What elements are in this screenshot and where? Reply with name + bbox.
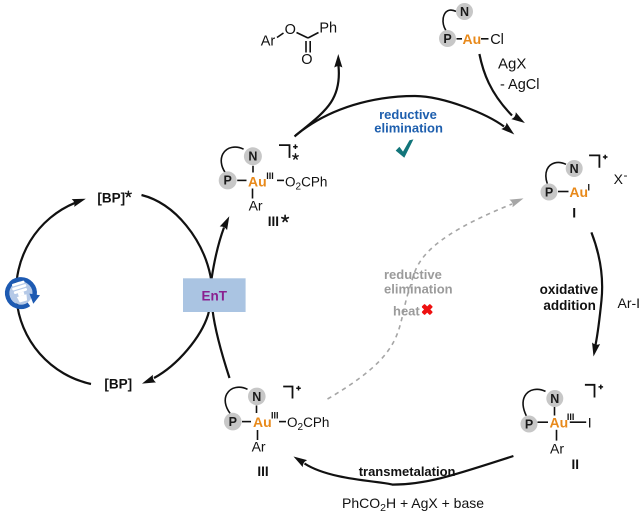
svg-text:AgX: AgX — [498, 56, 526, 73]
svg-text:N: N — [248, 150, 257, 164]
svg-text:I: I — [572, 205, 576, 221]
svg-text:Au: Au — [569, 184, 588, 200]
svg-text:P: P — [525, 417, 533, 431]
svg-text:Cl: Cl — [490, 32, 504, 48]
svg-text:Au: Au — [253, 414, 272, 430]
svg-text:P: P — [545, 185, 553, 199]
svg-text:O2CPh: O2CPh — [285, 174, 327, 192]
svg-text:X: X — [614, 171, 624, 187]
svg-text:- AgCl: - AgCl — [500, 77, 540, 93]
svg-text:[BP]: [BP] — [104, 376, 132, 391]
svg-text:Ar-I: Ar-I — [618, 295, 640, 311]
svg-text:reductive: reductive — [379, 107, 437, 122]
svg-text:transmetalation: transmetalation — [359, 464, 456, 479]
svg-text:III: III — [268, 214, 279, 229]
svg-text:Au: Au — [463, 31, 482, 47]
svg-text:O2CPh: O2CPh — [287, 415, 329, 433]
svg-text:elimination: elimination — [384, 281, 453, 296]
svg-text:III: III — [257, 464, 268, 479]
svg-text:P: P — [224, 174, 232, 188]
svg-text:-: - — [624, 168, 628, 182]
svg-text:Ar: Ar — [550, 441, 564, 457]
svg-text:Ar: Ar — [249, 197, 263, 213]
svg-text:II: II — [571, 457, 579, 472]
svg-text:Ph: Ph — [319, 20, 337, 36]
svg-text:N: N — [252, 390, 261, 404]
svg-text:I: I — [588, 183, 591, 193]
svg-text:[BP]: [BP] — [97, 190, 125, 205]
svg-text:EnT: EnT — [202, 289, 228, 304]
svg-text:N: N — [460, 5, 469, 19]
svg-text:Au: Au — [550, 415, 569, 431]
svg-text:III: III — [266, 171, 274, 181]
svg-text:I: I — [588, 415, 592, 431]
svg-text:heat: heat — [393, 304, 420, 319]
svg-text:O: O — [285, 22, 296, 38]
svg-text:P: P — [443, 32, 451, 46]
svg-text:reductive: reductive — [384, 267, 442, 282]
svg-text:III: III — [271, 411, 279, 421]
svg-text:Au: Au — [248, 173, 267, 189]
svg-text:N: N — [570, 162, 579, 176]
svg-text:III: III — [567, 412, 575, 422]
svg-text:Ar: Ar — [261, 34, 276, 50]
svg-text:oxidative: oxidative — [540, 282, 599, 297]
svg-text:PhCO2H + AgX + base: PhCO2H + AgX + base — [342, 495, 484, 514]
svg-text:N: N — [550, 392, 559, 406]
svg-text:Ar: Ar — [252, 439, 266, 455]
svg-text:addition: addition — [543, 298, 596, 313]
svg-text:O: O — [301, 52, 312, 68]
svg-text:elimination: elimination — [374, 121, 443, 136]
svg-text:P: P — [229, 415, 237, 429]
